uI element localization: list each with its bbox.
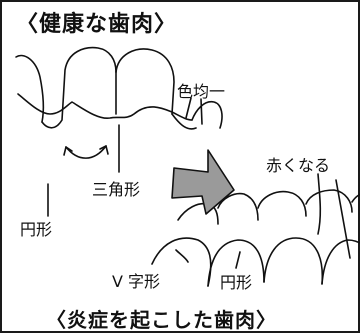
label-red: 赤くなる	[266, 156, 331, 175]
inflamed-tooth-right	[351, 193, 360, 203]
label-triangle: 三角形	[92, 180, 141, 199]
label-v-shape: V 字形	[112, 272, 161, 291]
healthy-tooth-2	[115, 48, 175, 115]
leader-red	[317, 173, 322, 235]
label-round-left: 円形	[20, 220, 53, 239]
label-uniform-color: 色均一	[177, 82, 226, 101]
inflamed-gum-3	[263, 237, 324, 285]
inflamed-tooth-1	[217, 192, 259, 221]
inflamed-tooth-2	[257, 190, 307, 217]
round-shape-arrow	[65, 145, 107, 159]
healthy-tooth-left	[15, 54, 45, 123]
label-round-bottom: 円形	[220, 273, 253, 292]
inflamed-tooth-3	[305, 189, 353, 213]
inflamed-gum-1	[151, 237, 212, 287]
healthy-gum-title: 〈健康な歯肉〉	[16, 12, 178, 37]
healthy-tooth-right	[191, 100, 223, 129]
inflamed-gum-title: 〈炎症を起こした歯肉〉	[46, 308, 277, 332]
healthy-gum-tip	[171, 113, 197, 130]
leader-uniform-color-2	[200, 98, 203, 125]
leader-round-bottom	[235, 251, 241, 269]
leader-uniform-color	[185, 97, 192, 119]
transition-arrow	[171, 149, 235, 215]
leader-v-shape	[175, 249, 189, 263]
inflamed-gum-2	[207, 239, 265, 287]
leader-red-2	[335, 179, 351, 259]
healthy-gum-line	[17, 93, 193, 121]
inflamed-gum-4	[321, 239, 360, 285]
healthy-tooth-1	[41, 46, 117, 129]
